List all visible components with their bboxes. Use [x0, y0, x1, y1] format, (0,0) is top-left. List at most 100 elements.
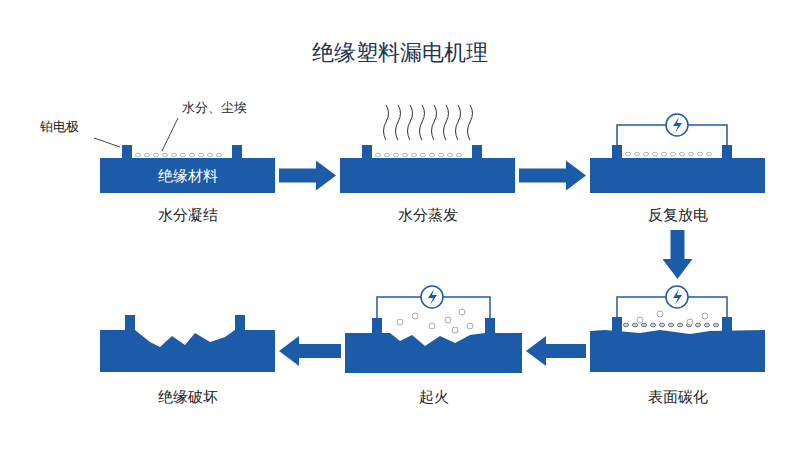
step-caption: 水分凝结 — [158, 206, 218, 224]
panel-box: 绝缘材料水分凝结 — [100, 108, 275, 226]
step-caption: 起火 — [419, 388, 449, 406]
electrode — [362, 145, 372, 159]
surface-speck — [375, 153, 380, 157]
burning-slab — [345, 333, 522, 373]
vapour-line — [432, 105, 437, 140]
surface-speck — [650, 323, 655, 327]
vapour-line — [408, 105, 413, 140]
electrode — [122, 145, 132, 159]
meter-symbol — [666, 114, 688, 136]
surface-speck — [668, 323, 673, 327]
bubble — [687, 319, 693, 325]
flow-arrow — [546, 344, 586, 358]
electrode — [485, 318, 495, 334]
surface-speck — [706, 152, 711, 156]
callout-label: 水分、尘埃 — [180, 100, 249, 116]
surface-speck — [438, 153, 443, 157]
electrode — [722, 317, 732, 332]
flow-arrow — [671, 230, 685, 259]
slabs — [100, 158, 765, 373]
meter-symbol — [421, 286, 443, 308]
surface-speck — [713, 323, 718, 327]
panel-box: 表面碳化 — [590, 283, 765, 408]
surface-texture — [135, 105, 718, 333]
diagram-title: 绝缘塑料漏电机理 — [312, 40, 488, 66]
surface-speck — [135, 153, 140, 157]
surface-speck — [189, 153, 194, 157]
surface-speck — [162, 153, 167, 157]
electrode — [612, 317, 622, 332]
vapour-line — [468, 105, 473, 140]
vapour-line — [384, 105, 389, 140]
vapour-line — [444, 105, 449, 140]
electrode — [125, 315, 135, 331]
surface-speck — [180, 153, 185, 157]
electrode — [232, 145, 242, 159]
leader-line — [162, 118, 178, 151]
material-slab — [340, 158, 515, 193]
surface-speck — [171, 153, 176, 157]
surface-speck — [144, 153, 149, 157]
step-caption: 表面碳化 — [648, 388, 708, 406]
leader-lines — [94, 118, 178, 151]
surface-speck — [384, 153, 389, 157]
step-caption: 反复放电 — [648, 206, 708, 224]
meter-symbol — [666, 286, 688, 308]
panel-box: 反复放电 — [590, 108, 765, 226]
surface-speck — [652, 152, 657, 156]
electrode — [612, 145, 622, 159]
electrode — [235, 315, 245, 331]
material-label: 绝缘材料 — [158, 167, 218, 185]
surface-speck — [623, 323, 628, 327]
surface-speck — [216, 153, 221, 157]
surface-speck — [641, 323, 646, 327]
panel-box: 水分蒸发 — [340, 108, 515, 226]
surface-speck — [429, 153, 434, 157]
flow-arrow — [279, 169, 316, 183]
bubble — [429, 323, 435, 329]
bubble — [657, 311, 663, 317]
step-caption: 绝缘破坏 — [158, 388, 218, 406]
flow-arrow — [519, 169, 566, 183]
surface-speck — [697, 152, 702, 156]
surface-speck — [411, 153, 416, 157]
surface-speck — [695, 323, 700, 327]
callout-label: 铂电极 — [38, 119, 81, 135]
electrodes — [122, 145, 732, 334]
step-caption: 水分蒸发 — [398, 206, 458, 224]
surface-speck — [420, 153, 425, 157]
flow-arrow — [299, 344, 341, 358]
bubble — [452, 327, 458, 333]
electrode — [472, 145, 482, 159]
surface-speck — [661, 152, 666, 156]
bubble — [412, 313, 418, 319]
panel-box: 绝缘破坏 — [100, 283, 275, 408]
bubble — [702, 313, 708, 319]
electrode — [722, 145, 732, 159]
bubble — [397, 319, 403, 325]
carbonized-slab — [590, 330, 765, 372]
surface-speck — [670, 152, 675, 156]
surface-speck — [643, 152, 648, 156]
surface-speck — [677, 323, 682, 327]
surface-speck — [625, 152, 630, 156]
material-slab — [590, 158, 765, 193]
surface-speck — [456, 153, 461, 157]
bubble — [467, 323, 473, 329]
surface-speck — [704, 323, 709, 327]
electrode — [372, 318, 382, 334]
vapour-line — [420, 105, 425, 140]
surface-speck — [634, 152, 639, 156]
leader-line — [94, 138, 120, 147]
surface-speck — [679, 152, 684, 156]
wires — [377, 125, 727, 318]
surface-speck — [198, 153, 203, 157]
vapour-line — [396, 105, 401, 140]
material-slab — [100, 158, 275, 193]
bubble — [459, 309, 465, 315]
surface-speck — [632, 323, 637, 327]
surface-speck — [659, 323, 664, 327]
bubble — [637, 317, 643, 323]
